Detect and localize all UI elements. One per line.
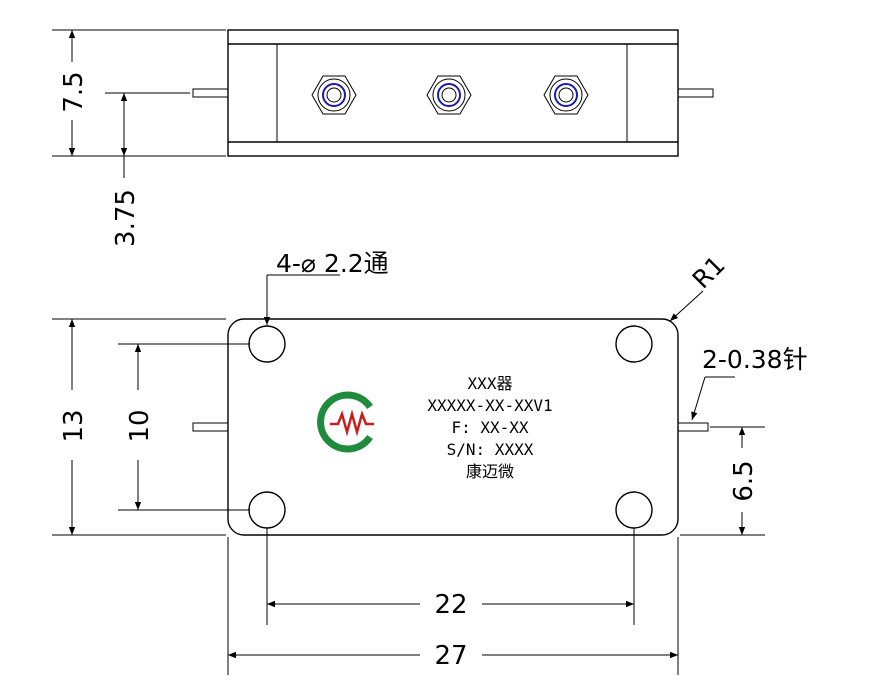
callout-holes: 4-⌀ 2.2通 — [263, 249, 389, 325]
dim-hole-pitch-horizontal: 22 — [266, 528, 635, 625]
callout-radius-label: R1 — [687, 250, 731, 294]
dim-top-pin-offset: 3.75 — [105, 92, 190, 247]
mounting-hole-bottom-left — [248, 491, 286, 529]
company-logo — [317, 391, 374, 453]
top-view-pin-right — [677, 88, 714, 98]
dim-top-height: 7.5 — [52, 29, 226, 157]
label-line-4: S/N: XXXX — [447, 440, 534, 459]
callout-holes-label: 4-⌀ 2.2通 — [276, 249, 389, 278]
connector-3 — [543, 75, 589, 115]
label-line-3: F: XX-XX — [451, 418, 528, 437]
top-view-pin-left — [192, 88, 229, 98]
front-view-pin-left — [192, 422, 229, 432]
dim-front-width-label: 27 — [434, 641, 467, 671]
mounting-hole-bottom-right — [615, 491, 653, 529]
dim-top-height-label: 7.5 — [59, 71, 89, 112]
dim-front-pin-offset-label: 6.5 — [729, 460, 759, 501]
top-view-body — [227, 29, 679, 157]
callout-radius: R1 — [669, 250, 731, 322]
dim-top-pin-offset-label: 3.75 — [111, 189, 141, 247]
front-view: XXX器 XXXXX-XX-XXV1 F: XX-XX S/N: XXXX 康迈… — [52, 249, 808, 675]
dim-front-width: 27 — [227, 537, 679, 675]
dim-hole-pitch-vertical-label: 10 — [125, 409, 155, 442]
label-line-5: 康迈微 — [466, 462, 514, 481]
top-view: 7.5 3.75 — [52, 29, 714, 247]
product-label: XXX器 XXXXX-XX-XXV1 F: XX-XX S/N: XXXX 康迈… — [427, 374, 552, 481]
connector-1 — [311, 75, 357, 115]
callout-pins-label: 2-0.38针 — [702, 345, 808, 374]
dim-hole-pitch-vertical: 10 — [118, 343, 250, 511]
mounting-hole-top-left — [248, 325, 286, 363]
mounting-hole-top-right — [615, 325, 653, 363]
callout-pins: 2-0.38针 — [691, 345, 808, 421]
dim-hole-pitch-horizontal-label: 22 — [434, 590, 467, 620]
dim-front-pin-offset: 6.5 — [680, 426, 765, 536]
connector-2 — [426, 75, 472, 115]
dim-front-height: 13 — [52, 318, 226, 536]
label-line-2: XXXXX-XX-XXV1 — [427, 396, 552, 415]
label-line-1: XXX器 — [468, 374, 513, 393]
front-view-pin-right — [677, 422, 709, 432]
dim-front-height-label: 13 — [59, 409, 89, 442]
